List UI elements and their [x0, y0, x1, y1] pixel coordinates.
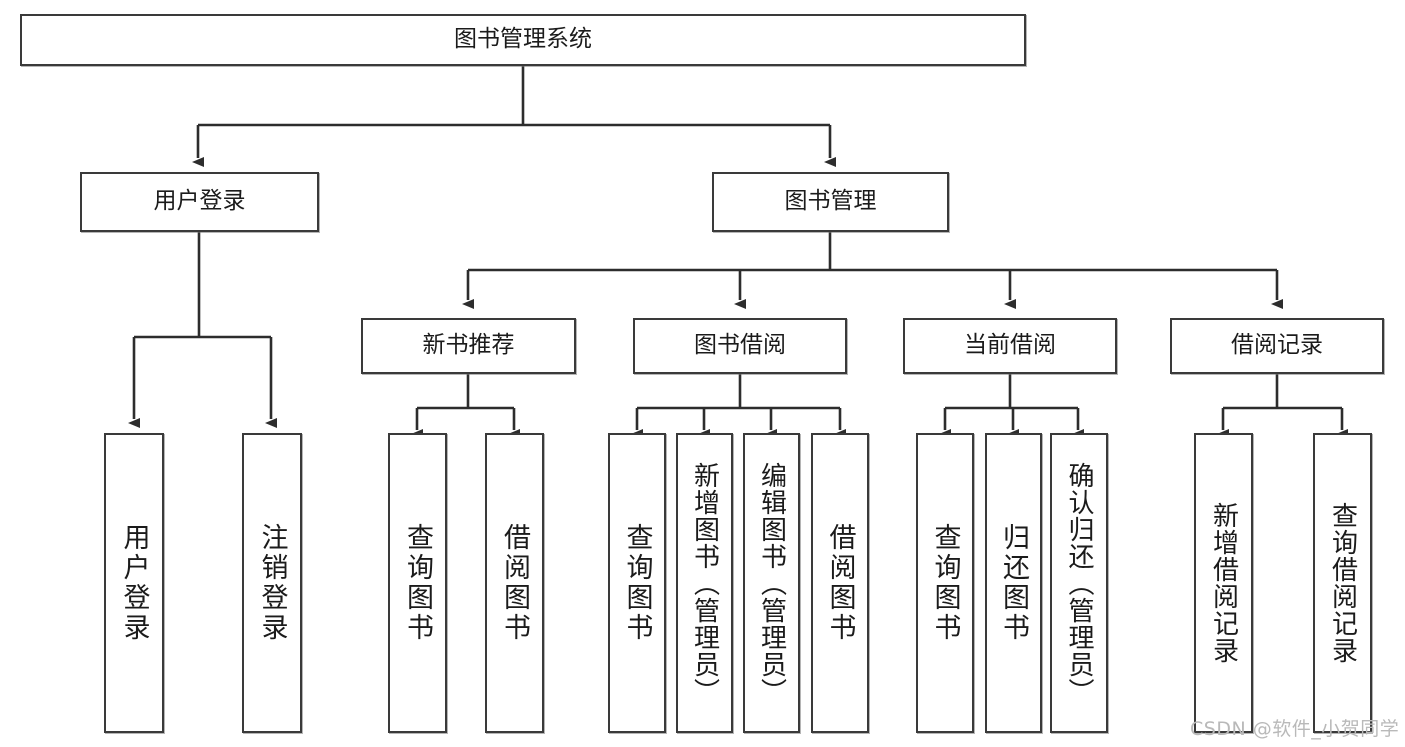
leaf-borrow-book-recommend[interactable]: 借阅图书: [485, 433, 544, 733]
node-user-login[interactable]: 用户登录: [80, 172, 319, 232]
leaf-query-book-recommend[interactable]: 查询图书: [388, 433, 447, 733]
node-label: 图书管理: [784, 188, 877, 215]
node-borrowing-record[interactable]: 借阅记录: [1170, 318, 1384, 374]
node-label: 借阅图书: [499, 523, 530, 643]
leaf-query-book-current[interactable]: 查询图书: [916, 433, 974, 733]
node-label: 查询借阅记录: [1327, 502, 1358, 664]
leaf-borrow-book[interactable]: 借阅图书: [811, 433, 869, 733]
node-label: 新书推荐: [422, 332, 515, 359]
node-new-book-recommendation[interactable]: 新书推荐: [361, 318, 576, 374]
node-label: 用户登录: [118, 523, 150, 643]
node-label: 借阅记录: [1231, 332, 1323, 359]
leaf-add-book-admin[interactable]: 新增图书（管理员）: [676, 433, 733, 733]
leaf-confirm-return-admin[interactable]: 确认归还（管理员）: [1050, 433, 1108, 733]
node-label: 图书管理系统: [454, 26, 592, 53]
leaf-edit-book-admin[interactable]: 编辑图书（管理员）: [743, 433, 800, 733]
node-label: 图书借阅: [694, 332, 786, 359]
leaf-logout[interactable]: 注销登录: [242, 433, 302, 733]
node-root-book-management-system[interactable]: 图书管理系统: [20, 14, 1026, 66]
leaf-query-book-borrow[interactable]: 查询图书: [608, 433, 666, 733]
node-label: 借阅图书: [824, 523, 856, 643]
node-label: 当前借阅: [964, 332, 1056, 359]
node-label: 查询图书: [929, 523, 961, 643]
node-label: 查询图书: [402, 523, 433, 643]
node-current-borrowing[interactable]: 当前借阅: [903, 318, 1117, 374]
node-label: 确认归还（管理员）: [1064, 461, 1094, 705]
csdn-watermark: CSDN @软件_小贺同学: [1190, 718, 1400, 740]
node-label: 归还图书: [998, 523, 1029, 643]
node-label: 查询图书: [621, 523, 653, 643]
node-book-borrowing[interactable]: 图书借阅: [633, 318, 847, 374]
leaf-return-book[interactable]: 归还图书: [985, 433, 1042, 733]
node-label: 新增图书（管理员）: [689, 461, 720, 705]
node-book-management[interactable]: 图书管理: [712, 172, 949, 232]
leaf-add-borrow-record[interactable]: 新增借阅记录: [1194, 433, 1253, 733]
node-label: 用户登录: [153, 188, 246, 215]
node-label: 新增借阅记录: [1208, 502, 1239, 664]
leaf-query-borrow-record[interactable]: 查询借阅记录: [1313, 433, 1372, 733]
node-label: 注销登录: [256, 523, 288, 643]
leaf-user-login[interactable]: 用户登录: [104, 433, 164, 733]
node-label: 编辑图书（管理员）: [756, 461, 787, 705]
